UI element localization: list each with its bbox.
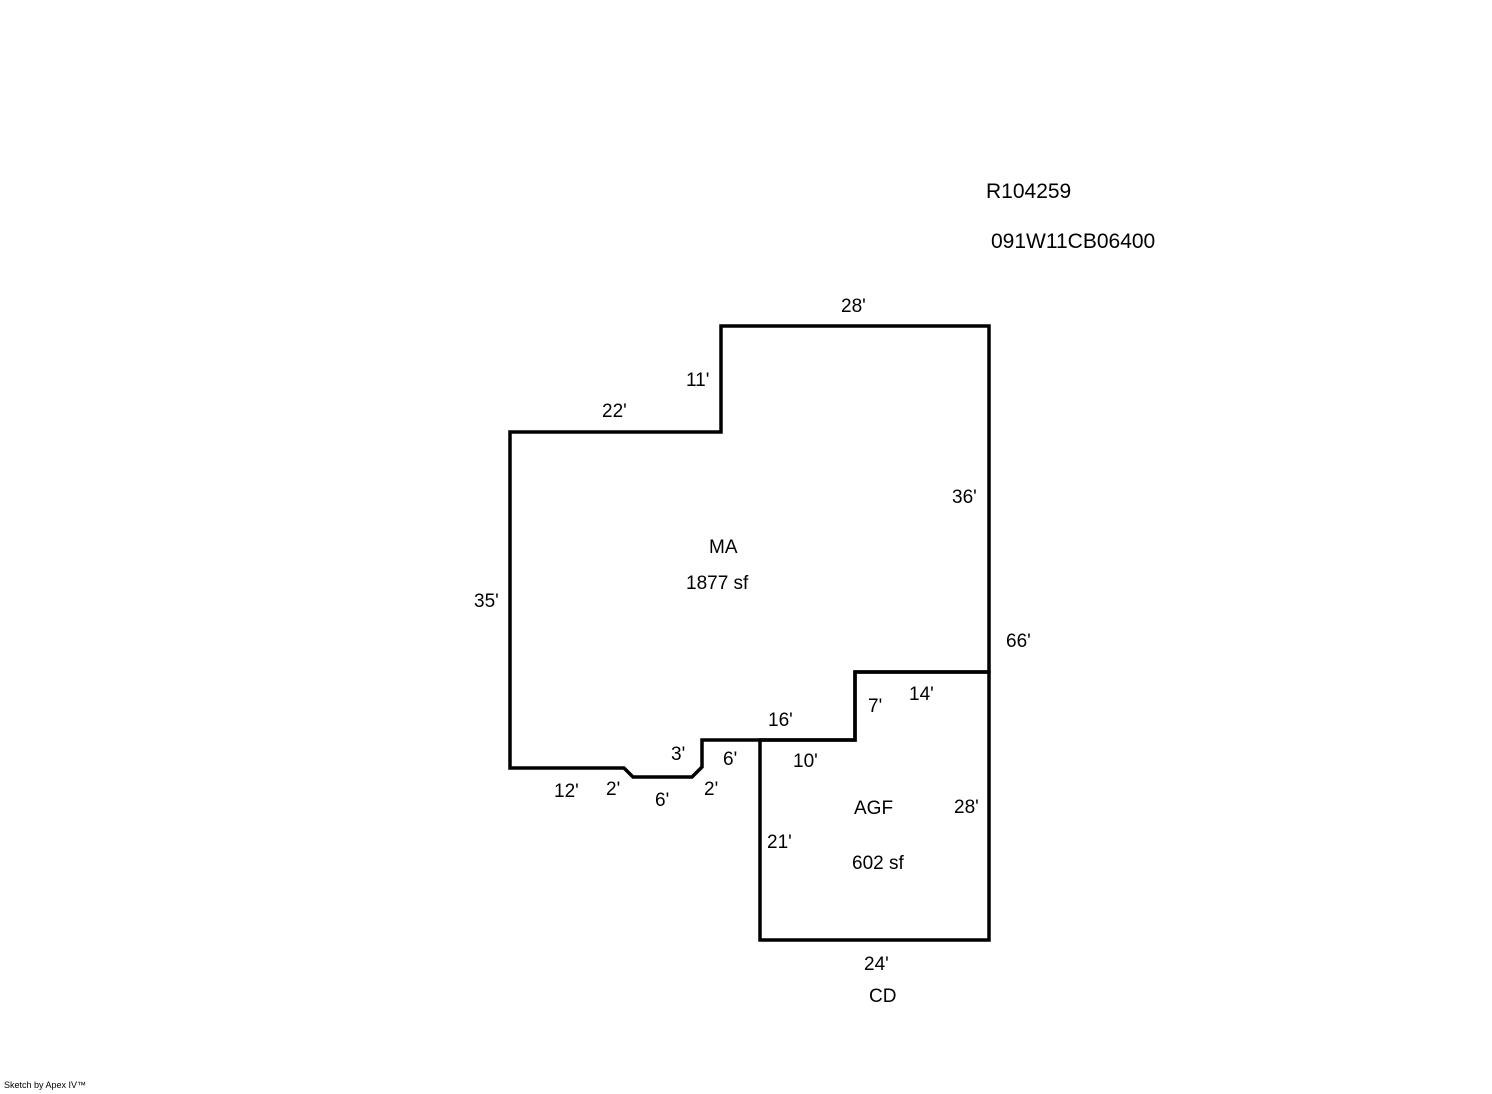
- dimension-label: 24': [864, 954, 889, 975]
- dimension-label: 16': [768, 710, 793, 731]
- dimension-label: 7': [868, 696, 883, 717]
- dimension-label: 10': [793, 751, 818, 772]
- garage-area-code: AGF: [854, 798, 894, 819]
- dimension-label: 2': [704, 779, 719, 800]
- dimension-label: 36': [952, 487, 977, 508]
- dimension-label: 28': [841, 296, 866, 317]
- garage-area-size: 602 sf: [852, 853, 904, 874]
- map-number: 091W11CB06400: [991, 230, 1156, 253]
- dimension-label: 22': [602, 401, 627, 422]
- dimension-label: 12': [554, 781, 579, 802]
- dimension-label: 35': [474, 591, 499, 612]
- main-area-outline: [508, 324, 991, 779]
- dimension-label: 6': [655, 790, 670, 811]
- dimension-label: 2': [606, 779, 621, 800]
- below-code: CD: [869, 986, 897, 1007]
- dimension-label: 14': [909, 684, 934, 705]
- dimension-label: 28': [954, 797, 979, 818]
- parcel-id: R104259: [986, 180, 1072, 203]
- dimension-label: 11': [686, 370, 710, 391]
- sketch-credit: Sketch by Apex IV™: [4, 1080, 87, 1090]
- main-area-code: MA: [709, 537, 738, 558]
- garage-outline: [758, 670, 991, 942]
- dimension-label: 3': [671, 744, 686, 765]
- dimension-label: 21': [767, 832, 792, 853]
- dimension-label: 6': [723, 749, 738, 770]
- main-area-size: 1877 sf: [686, 573, 749, 594]
- dimension-label: 66': [1006, 631, 1031, 652]
